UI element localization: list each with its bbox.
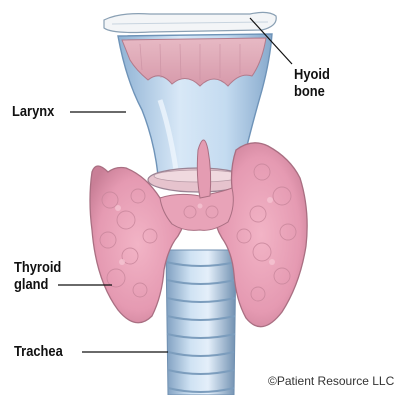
hyoid-bone: [104, 12, 276, 32]
copyright-credit: ©Patient Resource LLC: [268, 374, 394, 388]
hyoid-bone-label: Hyoid bone: [294, 66, 330, 100]
larynx-label: Larynx: [12, 103, 54, 120]
trachea: [166, 250, 236, 395]
trachea-label: Trachea: [14, 343, 63, 360]
thyroid-gland-label: Thyroid gland: [14, 259, 61, 293]
